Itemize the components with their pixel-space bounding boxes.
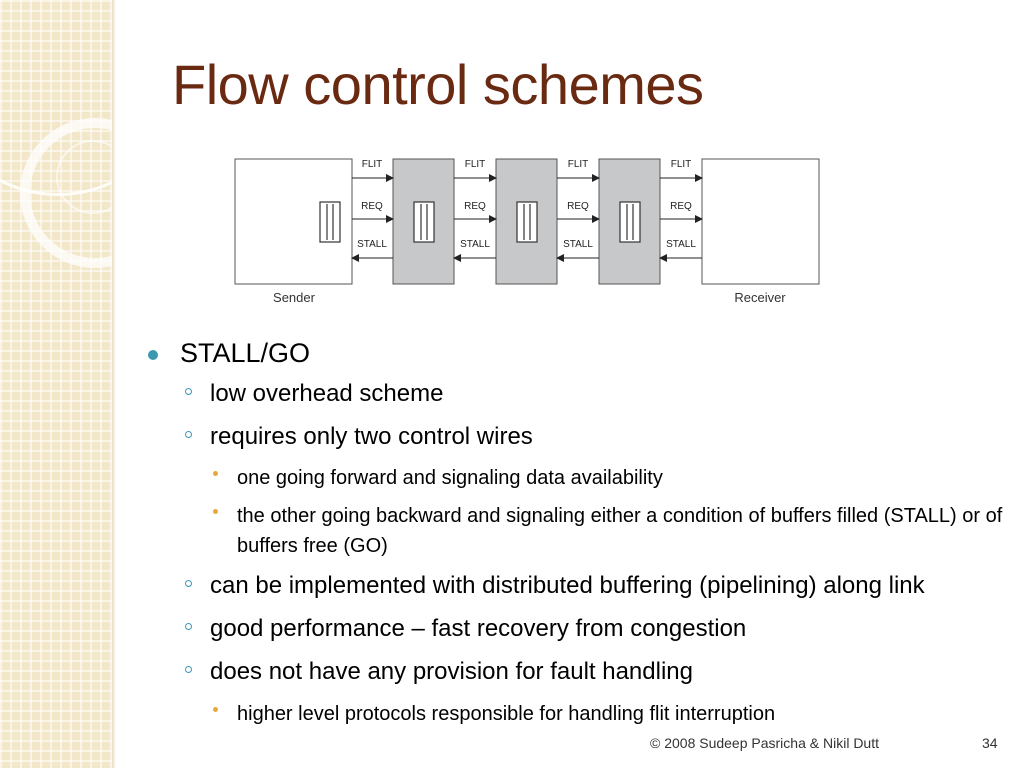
bullet-text: the other going backward and signaling e… xyxy=(237,505,1003,558)
bullet-small-dot-icon xyxy=(213,706,218,712)
bullet-ring-icon xyxy=(185,431,192,439)
link-1: FLIT REQ STALL xyxy=(351,159,394,262)
bullet-level2: does not have any provision for fault ha… xyxy=(148,655,1018,688)
sender-label: Sender xyxy=(273,290,316,305)
stall-label: STALL xyxy=(563,239,593,250)
bullet-text: does not have any provision for fault ha… xyxy=(210,658,693,686)
router-buffer-1 xyxy=(413,201,435,243)
slide-footer: © 2008 Sudeep Pasricha & Nikil Dutt xyxy=(650,735,879,751)
receiver-label: Receiver xyxy=(734,290,786,305)
bullet-small-dot-icon xyxy=(213,509,218,515)
bullet-level3: higher level protocols responsible for h… xyxy=(148,699,1018,729)
router-buffer-3 xyxy=(619,201,641,243)
page-number: 34 xyxy=(982,735,998,751)
bullet-level2: good performance – fast recovery from co… xyxy=(148,612,1018,645)
bullet-level2: can be implemented with distributed buff… xyxy=(148,569,1018,602)
link-2: FLIT REQ STALL xyxy=(453,159,497,262)
stall-label: STALL xyxy=(460,239,490,250)
bullet-text: requires only two control wires xyxy=(210,423,533,451)
slide-title: Flow control schemes xyxy=(172,53,704,116)
bullet-level2: low overhead scheme xyxy=(148,377,1018,410)
req-label: REQ xyxy=(361,201,383,212)
decorative-side-strip xyxy=(0,0,112,768)
flit-label: FLIT xyxy=(362,159,383,170)
stall-label: STALL xyxy=(666,239,696,250)
bullet-ring-icon xyxy=(185,666,192,674)
receiver-box xyxy=(701,158,820,285)
bullet-ring-icon xyxy=(185,388,192,395)
bullet-text: good performance – fast recovery from co… xyxy=(210,615,747,643)
req-label: REQ xyxy=(567,201,589,212)
bullet-dot-icon xyxy=(148,350,158,360)
bullet-level2: requires only two control wires xyxy=(148,420,1018,453)
link-3: FLIT REQ STALL xyxy=(556,159,600,262)
bullet-text: higher level protocols responsible for h… xyxy=(237,702,776,725)
bullet-text: can be implemented with distributed buff… xyxy=(210,572,925,600)
bullet-level1: STALL/GO xyxy=(148,338,1018,369)
flit-label: FLIT xyxy=(465,159,486,170)
sender-buffer xyxy=(319,201,341,243)
strip-edge xyxy=(112,0,116,768)
bullet-list: STALL/GO low overhead scheme requires on… xyxy=(148,338,1018,737)
req-label: REQ xyxy=(464,201,486,212)
flit-label: FLIT xyxy=(568,159,589,170)
flit-label: FLIT xyxy=(671,159,692,170)
bullet-text: STALL/GO xyxy=(180,338,311,368)
bullet-small-dot-icon xyxy=(213,471,218,477)
decorative-circle-small xyxy=(56,140,112,214)
bullet-level3: the other going backward and signaling e… xyxy=(148,501,1018,561)
req-label: REQ xyxy=(670,201,692,212)
stall-label: STALL xyxy=(357,239,387,250)
bullet-ring-icon xyxy=(185,580,192,588)
bullet-text: low overhead scheme xyxy=(210,380,444,407)
link-4: FLIT REQ STALL xyxy=(659,159,703,262)
bullet-ring-icon xyxy=(185,623,192,631)
bullet-text: one going forward and signaling data ava… xyxy=(237,467,663,490)
router-buffer-2 xyxy=(516,201,538,243)
bullet-level3: one going forward and signaling data ava… xyxy=(148,463,1018,493)
flow-control-diagram: Sender Receiver FLIT REQ STALL FLIT REQ … xyxy=(234,158,820,305)
